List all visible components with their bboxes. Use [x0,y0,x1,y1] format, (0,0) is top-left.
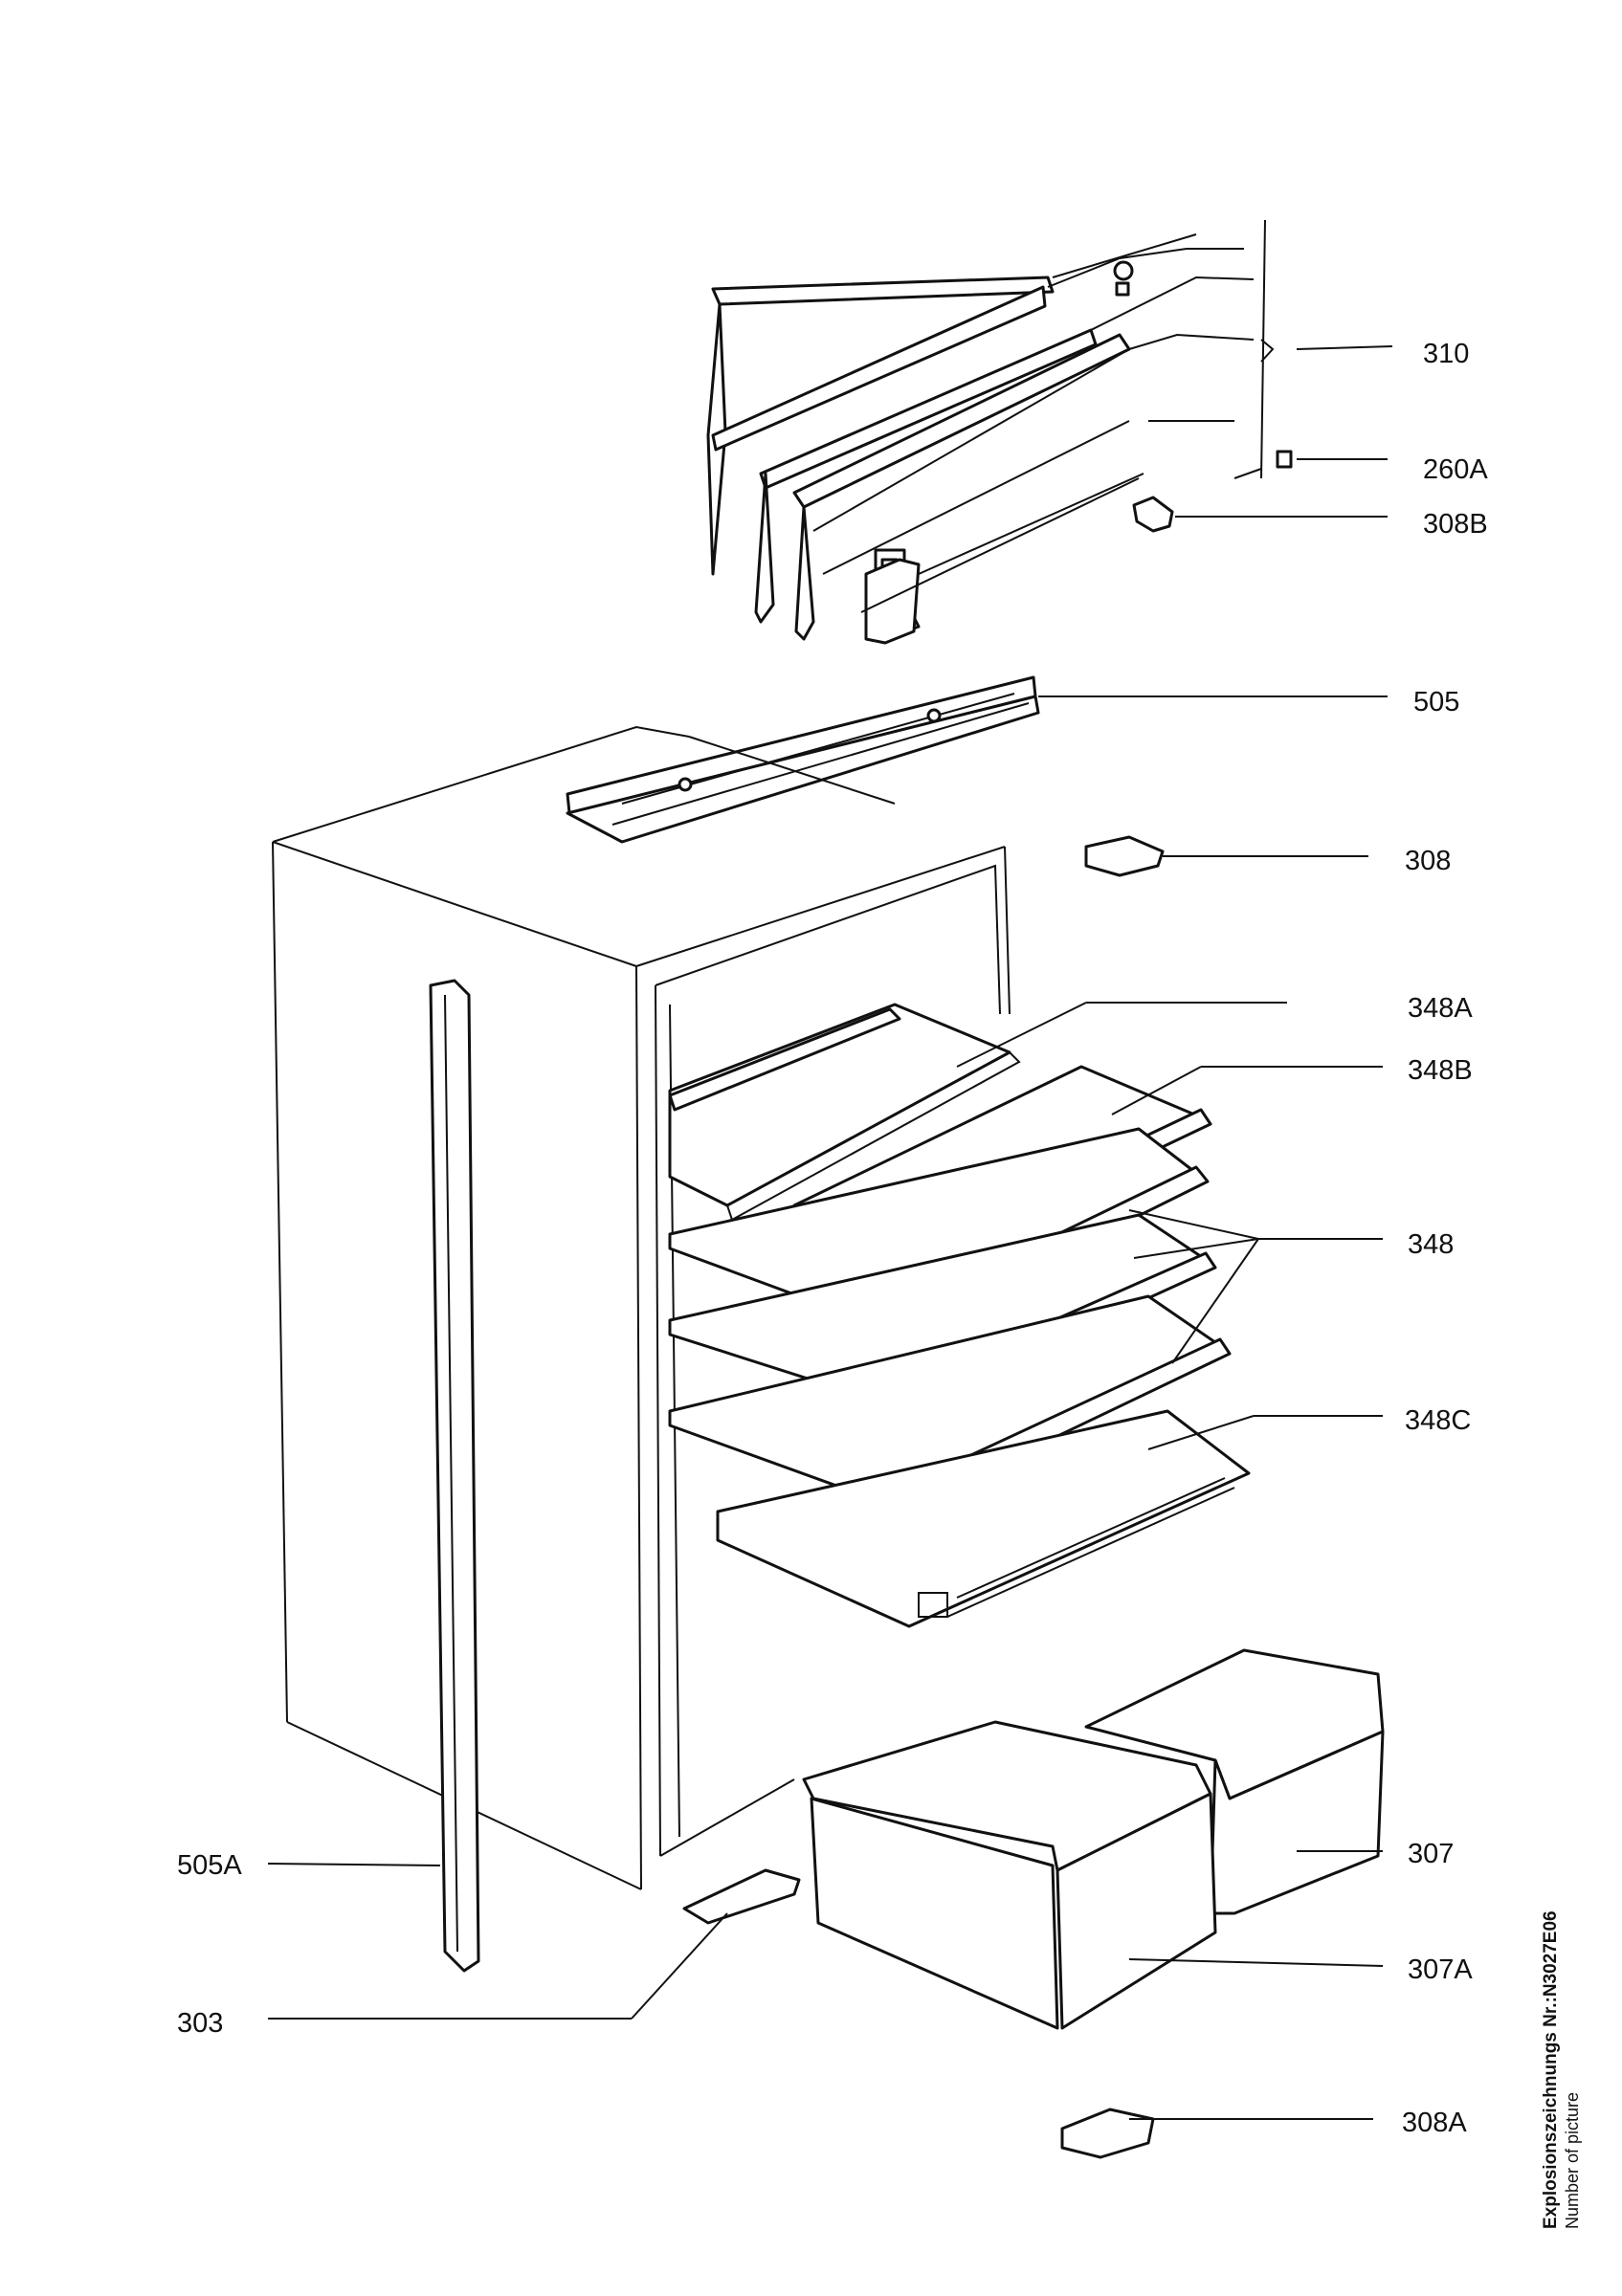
picture-number: Explosionszeichnungs Nr.:N3027E06 [1541,1910,1561,2229]
door-panel-assembly [706,233,1255,645]
label-303: 303 [177,2008,223,2039]
label-310: 310 [1423,339,1469,369]
door-gasket-505A [429,979,480,1973]
hinge-part-308 [1084,835,1165,877]
leader-lines [267,345,1393,2120]
label-505: 505 [1413,687,1459,718]
shelf-348A [668,1003,1021,1222]
crisper-drawer-307 [1084,1648,1385,1915]
top-rail-505 [566,675,1040,844]
label-348A: 348A [1408,993,1473,1024]
clip-part-260A [1276,450,1293,469]
label-307: 307 [1408,1839,1454,1869]
crisper-drawer-307A [802,1720,1217,2030]
label-308: 308 [1405,846,1451,876]
cabinet-body [272,725,1011,1890]
label-348C: 348C [1405,1405,1471,1436]
door-bracket-310 [1233,219,1275,479]
label-308A: 308A [1402,2108,1467,2138]
label-348B: 348B [1408,1055,1473,1086]
hinge-part-308A [1060,2108,1155,2159]
picture-number-subtitle: Number of picture [1563,2091,1582,2229]
label-505A: 505A [177,1850,242,1881]
label-307A: 307A [1408,1954,1473,1985]
pin-part-308B [1132,496,1174,533]
hinge-part-303 [682,1868,801,1925]
picture-number-caption: Explosionszeichnungs Nr.:N3027E06 Number… [1541,1910,1583,2229]
label-348: 348 [1408,1229,1454,1260]
label-260A: 260A [1423,454,1488,485]
label-308B: 308B [1423,509,1488,540]
crisper-cover-348C [716,1409,1251,1628]
